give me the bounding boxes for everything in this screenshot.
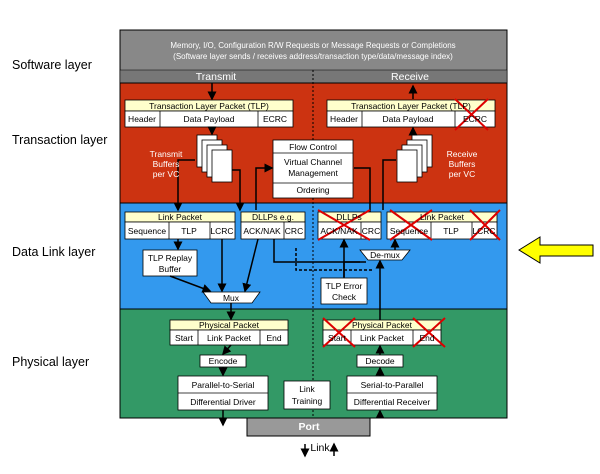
replay-buffer-line1: TLP Replay bbox=[147, 252, 193, 263]
flow-control-block bbox=[272, 139, 354, 199]
tx-phys-start: Start bbox=[175, 332, 193, 343]
tx-dllp-box bbox=[240, 211, 306, 240]
tx-tlp-title: Transaction Layer Packet (TLP) bbox=[149, 100, 269, 111]
tx-phys-link-packet: Link Packet bbox=[207, 332, 251, 343]
demux-shape bbox=[359, 249, 411, 261]
rx-link-packet-box bbox=[386, 211, 498, 240]
rx-link-lcrc: LCRC bbox=[472, 225, 496, 236]
receive-buffer-stack bbox=[396, 134, 433, 183]
encode-label: Encode bbox=[208, 355, 238, 366]
tx-phys-end: End bbox=[266, 332, 282, 343]
ordering-label: Ordering bbox=[296, 184, 330, 195]
rx-tlp-title: Transaction Layer Packet (TLP) bbox=[351, 100, 471, 111]
serial-to-parallel-label: Serial-to-Parallel bbox=[360, 379, 424, 390]
rx-dllp-crc: CRC bbox=[361, 225, 381, 236]
tx-dllp-crc: CRC bbox=[284, 225, 304, 236]
physical-layer-label: Physical layer bbox=[12, 354, 90, 369]
rx-link-tlp: TLP bbox=[443, 225, 459, 236]
link-training-box bbox=[283, 380, 331, 410]
rx-dllp-acknak: ACK/NAK bbox=[320, 225, 358, 236]
mux-label: Mux bbox=[222, 292, 240, 303]
differential-driver-label: Differential Driver bbox=[190, 396, 256, 407]
rx-phy-box bbox=[346, 375, 438, 411]
tx-tlp-header: Header bbox=[128, 113, 156, 124]
tlp-error-check-box bbox=[320, 277, 368, 305]
parallel-to-serial-label: Parallel-to-Serial bbox=[191, 379, 255, 390]
red-crosses bbox=[317, 98, 501, 348]
software-box-line2: (Software layer sends / receives address… bbox=[173, 52, 453, 61]
tx-tlp-data-payload: Data Payload bbox=[183, 113, 235, 124]
rx-phys-link-packet: Link Packet bbox=[360, 332, 404, 343]
tx-link-lcrc: LCRC bbox=[210, 225, 234, 236]
tx-phy-box bbox=[177, 375, 269, 411]
transmit-buffers-line1: Transmit bbox=[149, 148, 183, 159]
software-layer-label: Software layer bbox=[12, 57, 92, 72]
tx-link-packet-box bbox=[124, 211, 236, 240]
link-training-line1: Link bbox=[299, 383, 315, 394]
demux-label: De-mux bbox=[370, 249, 400, 260]
error-check-line2: Check bbox=[331, 291, 357, 302]
tx-physical-packet-box bbox=[169, 319, 289, 346]
rx-link-packet-title: Link Packet bbox=[420, 211, 464, 222]
receive-buffers-line3: per VC bbox=[448, 168, 476, 179]
tx-tlp-box bbox=[124, 99, 294, 128]
software-box-line1: Memory, I/O, Configuration R/W Requests … bbox=[170, 41, 456, 50]
rx-tlp-header: Header bbox=[330, 113, 358, 124]
connection-lines bbox=[169, 83, 418, 458]
rx-tlp-ecrc: ECRC bbox=[462, 113, 488, 124]
transmit-header: Transmit bbox=[195, 70, 237, 83]
transmit-buffers-line3: per VC bbox=[152, 168, 180, 179]
rx-dllp-title: DLLPs bbox=[336, 211, 362, 222]
differential-receiver-label: Differential Receiver bbox=[353, 396, 431, 407]
tx-link-tlp: TLP bbox=[181, 225, 197, 236]
replay-buffer-line2: Buffer bbox=[158, 263, 182, 274]
mux-shape bbox=[202, 291, 261, 304]
tlp-replay-buffer-box bbox=[142, 249, 198, 277]
transaction-layer-label: Transaction layer bbox=[12, 132, 108, 147]
flow-control-label: Flow Control bbox=[289, 141, 337, 152]
tx-link-packet-title: Link Packet bbox=[158, 211, 202, 222]
link-label: Link bbox=[310, 441, 330, 454]
transmit-buffers-line2: Buffers bbox=[152, 158, 180, 169]
receive-buffers-line1: Receive bbox=[446, 148, 478, 159]
receive-header: Receive bbox=[391, 70, 429, 83]
tx-dllp-acknak: ACK/NAK bbox=[243, 225, 281, 236]
datalink-layer-label: Data Link layer bbox=[12, 244, 96, 259]
rx-link-sequence: Sequence bbox=[389, 225, 429, 236]
rx-dllp-box bbox=[317, 211, 382, 240]
yellow-pointer-arrow bbox=[518, 236, 594, 264]
tx-link-sequence: Sequence bbox=[127, 225, 167, 236]
decode-label: Decode bbox=[365, 355, 395, 366]
rx-phys-packet-title: Physical Packet bbox=[352, 319, 412, 330]
tx-phys-packet-title: Physical Packet bbox=[199, 319, 259, 330]
error-check-line1: TLP Error bbox=[325, 280, 363, 291]
link-training-line2: Training bbox=[291, 395, 323, 406]
rx-phys-end: End bbox=[419, 332, 435, 343]
rx-physical-packet-box bbox=[322, 319, 442, 346]
virtual-channel-label: Virtual Channel bbox=[284, 156, 342, 167]
vc-management-label: Management bbox=[288, 167, 338, 178]
rx-phys-start: Start bbox=[328, 332, 346, 343]
tx-tlp-ecrc: ECRC bbox=[262, 113, 288, 124]
rx-tlp-data-payload: Data Payload bbox=[382, 113, 434, 124]
port-label: Port bbox=[298, 420, 320, 433]
transmit-buffer-stack bbox=[196, 134, 233, 183]
receive-buffers-line2: Buffers bbox=[448, 158, 476, 169]
tx-dllp-title: DLLPs e.g. bbox=[251, 211, 295, 222]
port-box bbox=[246, 417, 371, 437]
